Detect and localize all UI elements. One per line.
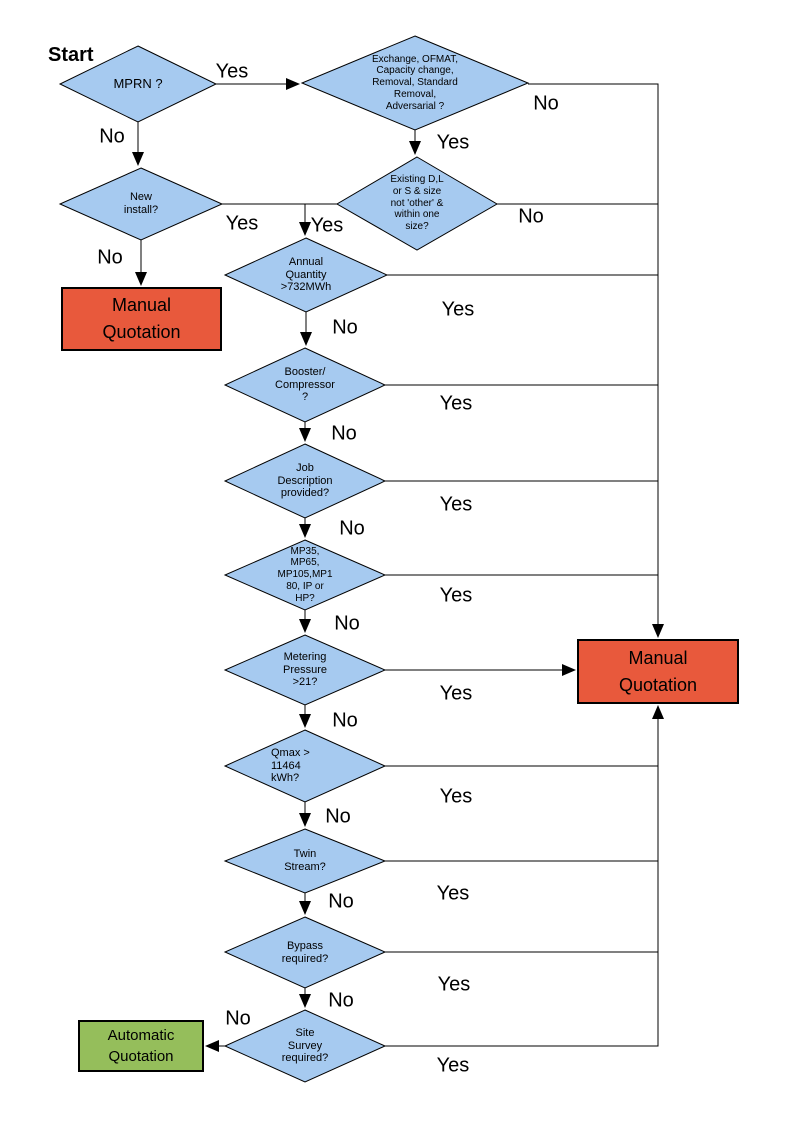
- node-existing: Existing D,L or S & size not 'other' & w…: [390, 174, 444, 233]
- edge-label-twin-no: No: [328, 890, 354, 913]
- edge-label-site-survey-no: No: [225, 1007, 251, 1030]
- edge-label-job-yes: Yes: [439, 493, 473, 516]
- node-shape-mp35: [223, 539, 387, 611]
- node-mp35: MP35, MP65, MP105,MP1 80, IP or HP?: [277, 545, 333, 604]
- terminal-shape-automatic: [78, 1020, 204, 1072]
- edge-label-existing-yes: Yes: [310, 214, 344, 237]
- edge-label-mprn-yes: Yes: [215, 60, 249, 83]
- node-mprn: MPRN ?: [113, 76, 163, 92]
- start-label: Start: [48, 44, 94, 66]
- edge-label-site-survey-yes: Yes: [436, 1054, 470, 1077]
- node-shape-new-install: [58, 167, 224, 241]
- node-shape-annual: [223, 237, 389, 313]
- node-job: Job Description provided?: [277, 461, 333, 500]
- node-shape-existing: [336, 156, 498, 251]
- node-site-survey: Site Survey required?: [281, 1026, 329, 1065]
- node-qmax: Qmax > 11464 kWh?: [271, 746, 310, 785]
- edge-label-mprn-no: No: [99, 125, 125, 148]
- edge-label-annual-yes: Yes: [441, 298, 475, 321]
- edge-label-metering-yes: Yes: [439, 682, 473, 705]
- node-twin: Twin Stream?: [284, 848, 326, 873]
- edge-label-bypass-yes: Yes: [437, 973, 471, 996]
- edge-label-booster-no: No: [331, 422, 357, 445]
- node-shapes: [58, 35, 739, 1083]
- node-shape-metering: [223, 634, 387, 706]
- edge-label-metering-no: No: [332, 709, 358, 732]
- node-shape-bypass: [223, 916, 387, 989]
- edge-sitesurvey-yes-trunk: [385, 705, 664, 1047]
- node-shape-site-survey: [223, 1009, 387, 1083]
- node-booster: Booster/ Compressor ?: [275, 365, 335, 404]
- terminal-manual-quotation-right: Manual Quotation: [618, 647, 698, 695]
- edge-label-exchange-no: No: [533, 92, 559, 115]
- edge-label-existing-no: No: [518, 205, 544, 228]
- terminal-shape-manual-left: [61, 287, 222, 351]
- edge-label-job-no: No: [339, 517, 365, 540]
- node-shape-booster: [223, 347, 387, 423]
- node-shape-job: [223, 443, 387, 519]
- edge-label-twin-yes: Yes: [436, 882, 470, 905]
- edge-label-qmax-no: No: [325, 805, 351, 828]
- node-shape-qmax: [223, 729, 387, 803]
- edge-label-mp35-yes: Yes: [439, 584, 473, 607]
- edge-label-mp35-no: No: [334, 612, 360, 635]
- edge-label-new-install-no: No: [97, 246, 123, 269]
- edge-label-qmax-yes: Yes: [439, 785, 473, 808]
- node-bypass: Bypass required?: [281, 939, 329, 965]
- edge-label-new-install-yes: Yes: [225, 212, 259, 235]
- terminal-automatic-quotation: Automatic Quotation: [107, 1027, 175, 1065]
- connectors: [132, 78, 664, 1052]
- node-shape-exchange: [300, 35, 530, 131]
- terminal-manual-quotation-left: Manual Quotation: [102, 295, 181, 342]
- terminal-shape-manual-right: [577, 639, 739, 704]
- node-metering: Metering Pressure >21?: [282, 650, 328, 689]
- node-shape-twin: [223, 828, 387, 894]
- node-shape-mprn: [58, 45, 218, 123]
- node-annual: Annual Quantity >732MWh: [280, 255, 332, 294]
- node-new-install: New install?: [123, 191, 159, 216]
- edge-label-bypass-no: No: [328, 989, 354, 1012]
- edge-exchange-no-trunk: [528, 83, 664, 638]
- edge-label-annual-no: No: [332, 316, 358, 339]
- edge-label-exchange-yes: Yes: [436, 131, 470, 154]
- edge-label-booster-yes: Yes: [439, 392, 473, 415]
- node-exchange: Exchange, OFMAT, Capacity change, Remova…: [372, 53, 458, 112]
